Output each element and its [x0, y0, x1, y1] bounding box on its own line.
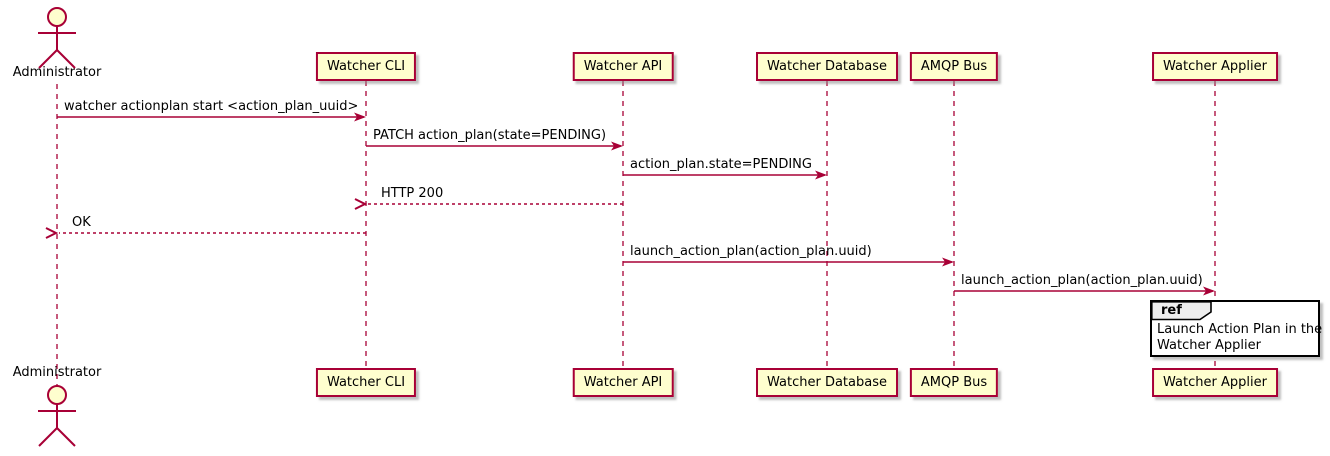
ref-tab-shape: [1151, 301, 1212, 321]
participant-amqp-top: AMQP Bus: [909, 52, 999, 81]
ref-tab-pentagon: [1151, 301, 1212, 321]
ref-text-line: Launch Action Plan in the: [1157, 322, 1323, 337]
participant-api-bottom: Watcher API: [572, 368, 674, 397]
message-6-arrowhead: [1203, 286, 1215, 296]
message-5-label: launch_action_plan(action_plan.uuid): [630, 244, 872, 259]
participant-applier-bottom: Watcher Applier: [1152, 368, 1278, 397]
message-6-label: launch_action_plan(action_plan.uuid): [961, 273, 1203, 288]
actor-admin-top-limb-3: [56, 49, 76, 69]
ref-text-line: Watcher Applier: [1157, 338, 1261, 353]
message-4-arrowhead: [45, 227, 59, 239]
message-2-arrowhead: [815, 170, 827, 180]
participant-cli-top: Watcher CLI: [315, 52, 417, 81]
actor-admin-top-label: Administrator: [12, 65, 102, 80]
message-0-label: watcher actionplan start <action_plan_uu…: [64, 99, 359, 114]
message-2-label: action_plan.state=PENDING: [630, 157, 812, 172]
actor-admin-bottom-limb-2: [38, 427, 58, 447]
ref-keyword: ref: [1161, 303, 1182, 318]
participant-applier-top: Watcher Applier: [1152, 52, 1278, 81]
participant-amqp-bottom: AMQP Bus: [909, 368, 999, 397]
message-4-label: OK: [72, 215, 91, 230]
actor-admin-top-limb-2: [38, 49, 58, 69]
participant-cli-bottom: Watcher CLI: [315, 368, 417, 397]
message-1-arrowhead: [611, 141, 623, 151]
actor-admin-bottom-limb-3: [56, 427, 76, 447]
participant-api-top: Watcher API: [572, 52, 674, 81]
message-1-label: PATCH action_plan(state=PENDING): [373, 128, 607, 143]
participant-db-bottom: Watcher Database: [756, 368, 898, 397]
actor-admin-bottom-label: Administrator: [12, 365, 102, 380]
message-5-arrowhead: [942, 257, 954, 267]
message-3-label: HTTP 200: [381, 186, 444, 201]
message-3-arrowhead: [354, 198, 368, 210]
message-0-arrowhead: [354, 112, 366, 122]
participant-db-top: Watcher Database: [756, 52, 898, 81]
